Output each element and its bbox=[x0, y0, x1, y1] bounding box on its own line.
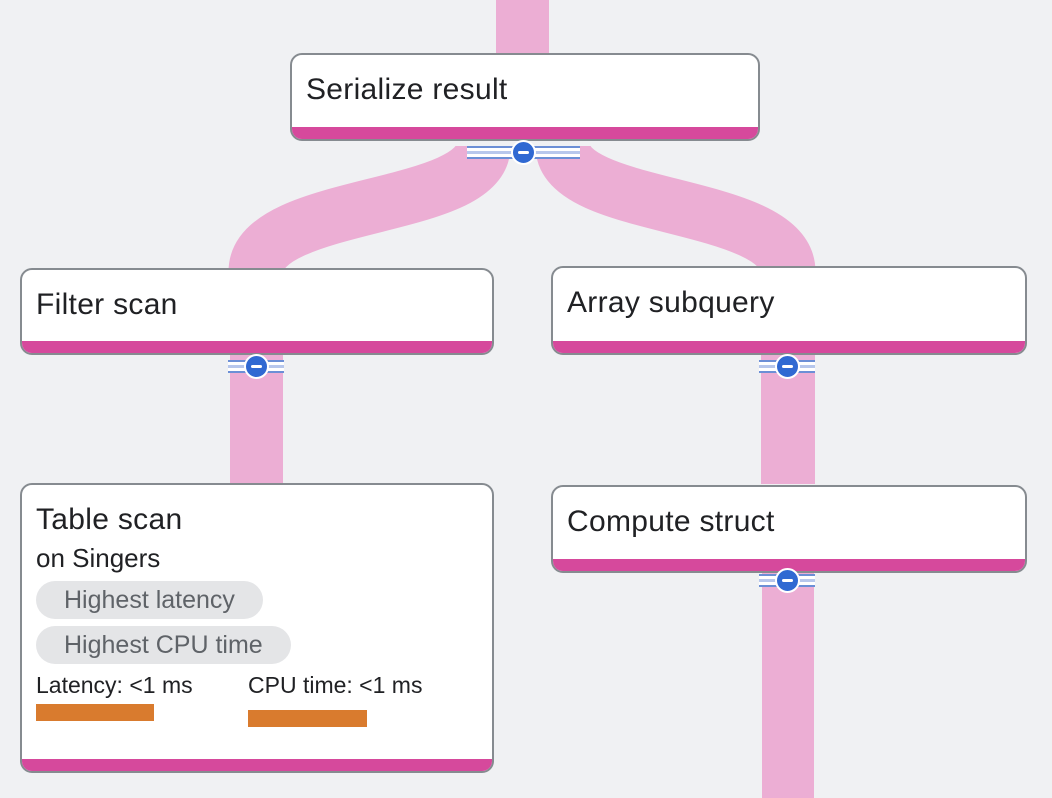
minus-icon bbox=[781, 365, 793, 368]
minus-icon bbox=[781, 579, 793, 582]
latency-bar bbox=[36, 704, 154, 721]
metric-label-latency: Latency: <1 ms bbox=[36, 672, 193, 698]
node-compute-struct[interactable]: Compute struct bbox=[551, 485, 1027, 573]
badge-list: Highest latency Highest CPU time bbox=[36, 581, 291, 671]
collapse-minus-icon bbox=[774, 568, 800, 593]
node-serialize-result[interactable]: Serialize result bbox=[290, 53, 760, 141]
node-subtitle: on Singers bbox=[36, 543, 161, 573]
node-title: Array subquery bbox=[567, 286, 775, 319]
badge-highest-latency: Highest latency bbox=[36, 581, 263, 619]
badge-highest-cpu-time: Highest CPU time bbox=[36, 626, 291, 664]
collapse-button-compute-struct[interactable] bbox=[759, 568, 815, 593]
node-accent-bar bbox=[553, 341, 1025, 353]
node-table-scan[interactable]: Table scan on Singers Highest latency Hi… bbox=[20, 483, 494, 773]
collapse-minus-icon bbox=[774, 354, 800, 379]
node-accent-bar bbox=[553, 559, 1025, 571]
node-accent-bar bbox=[292, 127, 758, 139]
metric-label-cpu-time: CPU time: <1 ms bbox=[248, 672, 423, 698]
metric-cpu-time: CPU time: <1 ms bbox=[248, 671, 422, 727]
node-filter-scan[interactable]: Filter scan bbox=[20, 268, 494, 355]
node-accent-bar bbox=[22, 341, 492, 353]
edge-serialize-filter bbox=[228, 141, 511, 277]
node-array-subquery[interactable]: Array subquery bbox=[551, 266, 1027, 355]
edge-serialize-array bbox=[535, 141, 816, 277]
node-title: Table scan bbox=[36, 503, 183, 536]
collapse-minus-icon bbox=[511, 140, 536, 165]
collapse-button-array-subquery[interactable] bbox=[759, 354, 815, 379]
node-accent-bar bbox=[22, 759, 492, 771]
collapse-button-serialize-result[interactable] bbox=[467, 140, 580, 165]
metric-latency: Latency: <1 ms bbox=[36, 671, 193, 721]
edge-compute-child bbox=[762, 571, 814, 798]
node-title: Serialize result bbox=[306, 73, 508, 106]
collapse-button-filter-scan[interactable] bbox=[228, 354, 284, 379]
minus-icon bbox=[250, 365, 262, 368]
node-title: Filter scan bbox=[36, 288, 178, 321]
cpu-time-bar bbox=[248, 710, 367, 727]
minus-icon bbox=[518, 151, 529, 154]
node-title: Compute struct bbox=[567, 505, 775, 538]
edge-parent-serialize bbox=[496, 0, 549, 54]
collapse-minus-icon bbox=[243, 354, 269, 379]
